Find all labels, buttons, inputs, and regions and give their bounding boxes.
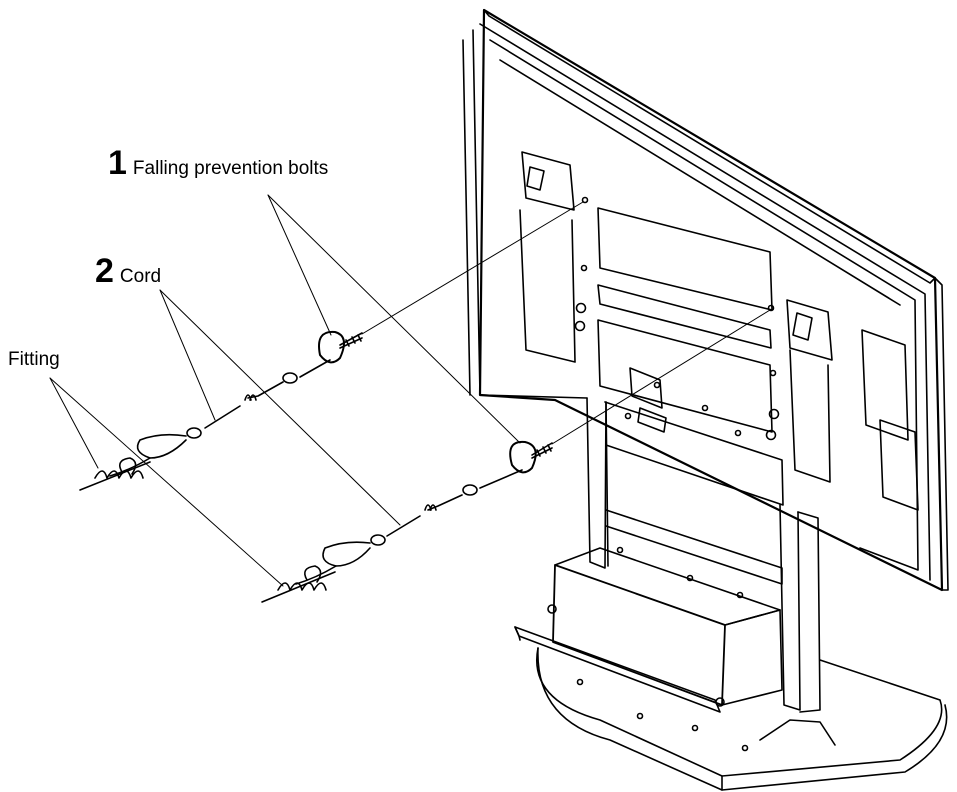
leader-lines	[49, 194, 771, 587]
label-text: Cord	[119, 266, 162, 287]
label-number: 2	[95, 252, 114, 290]
tv-stand	[514, 397, 948, 791]
label-fitting: Fitting	[8, 349, 60, 370]
tv-panel	[462, 8, 949, 592]
label-number: 1	[108, 144, 127, 182]
cord-assembly-upper	[79, 330, 363, 491]
cord-assembly-lower	[261, 440, 553, 603]
label-text: Falling prevention bolts	[132, 158, 329, 179]
